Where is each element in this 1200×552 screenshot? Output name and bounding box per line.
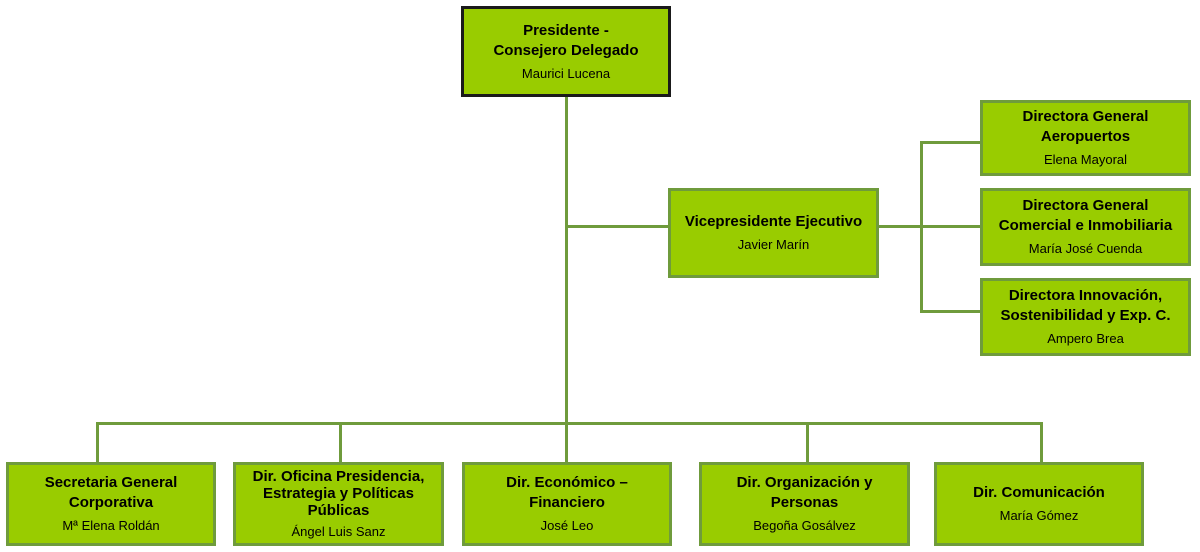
node-title-line-1: Directora General	[1022, 108, 1149, 125]
node-person-name: José Leo	[540, 518, 594, 533]
node-person-name: Begoña Gosálvez	[753, 518, 856, 533]
connector-bus-to-bottom-4	[806, 422, 809, 464]
org-node-director-comercial: Directora General Comercial e Inmobiliar…	[980, 188, 1191, 266]
node-title-line-2: Comercial e Inmobiliaria	[998, 217, 1173, 234]
org-node-economico-financiero: Dir. Económico – Financiero José Leo	[462, 462, 672, 546]
connector-spine-to-director-3	[920, 310, 982, 313]
node-person-name: María José Cuenda	[1028, 241, 1143, 256]
org-node-director-innovacion: Directora Innovación, Sostenibilidad y E…	[980, 278, 1191, 356]
connector-spine-to-director-2	[920, 225, 982, 228]
node-title: Dir. Comunicación	[973, 484, 1105, 501]
connector-bus-to-bottom-2	[339, 422, 342, 464]
node-title-line-1: Directora Innovación,	[1008, 287, 1163, 304]
org-node-vicepresident: Vicepresidente Ejecutivo Javier Marín	[668, 188, 879, 278]
org-node-comunicacion: Dir. Comunicación María Gómez	[934, 462, 1144, 546]
connector-bus-to-bottom-1	[96, 422, 99, 464]
node-person-name: Javier Marín	[737, 237, 810, 252]
node-person-name: María Gómez	[999, 508, 1079, 523]
connector-bus-to-bottom-3	[565, 422, 568, 464]
org-node-oficina-presidencia: Dir. Oficina Presidencia, Estrategia y P…	[233, 462, 444, 546]
connector-trunk-to-vp	[565, 225, 670, 228]
node-title: Dir. Económico – Financiero	[506, 474, 628, 511]
org-node-secretaria-general: Secretaria General Corporativa Mª Elena …	[6, 462, 216, 546]
org-node-director-aeropuertos: Directora General Aeropuertos Elena Mayo…	[980, 100, 1191, 176]
node-title-line-2: Aeropuertos	[1040, 128, 1131, 145]
node-title-line-1: Presidente -	[523, 21, 609, 39]
org-node-president: Presidente - Consejero Delegado Maurici …	[461, 6, 671, 97]
node-title-line-2: Sostenibilidad y Exp. C.	[1000, 307, 1171, 324]
org-node-organizacion-personas: Dir. Organización y Personas Begoña Gosá…	[699, 462, 910, 546]
connector-bus-to-bottom-5	[1040, 422, 1043, 464]
node-person-name: Maurici Lucena	[521, 65, 611, 81]
node-title: Secretaria General Corporativa	[44, 474, 178, 511]
node-person-name: Mª Elena Roldán	[62, 518, 160, 533]
connector-root-trunk	[565, 96, 568, 424]
connector-vp-to-spine	[878, 225, 922, 228]
node-person-name: Elena Mayoral	[1043, 152, 1128, 167]
node-person-name: Ángel Luis Sanz	[291, 523, 386, 539]
connector-spine-to-director-1	[920, 141, 982, 144]
node-title-line-1: Directora General	[1022, 197, 1149, 214]
connector-bottom-bus	[96, 422, 1042, 425]
node-person-name: Ampero Brea	[1047, 331, 1124, 346]
node-title-line-2: Consejero Delegado	[493, 41, 639, 59]
node-title: Dir. Organización y Personas	[736, 474, 873, 511]
node-title: Dir. Oficina Presidencia, Estrategia y P…	[252, 467, 425, 519]
node-title: Vicepresidente Ejecutivo	[684, 213, 863, 230]
